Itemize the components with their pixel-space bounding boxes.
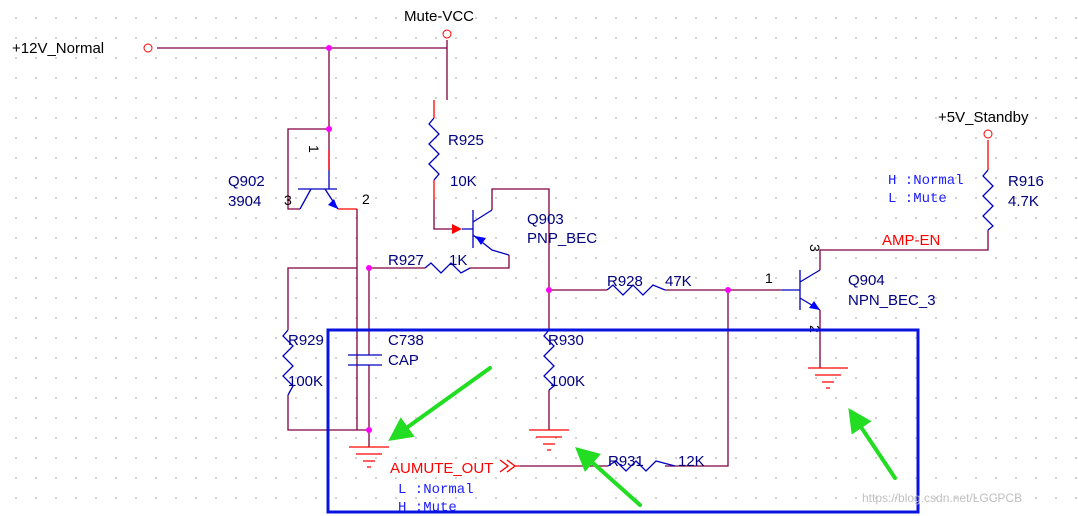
- arrow-icon: [848, 408, 897, 480]
- transistor-q902[interactable]: [298, 170, 339, 210]
- power-port-12v[interactable]: [143, 43, 153, 53]
- r930-ref: R930: [548, 332, 584, 349]
- q903-value: PNP_BEC: [527, 230, 597, 247]
- q904-pin1: 1: [765, 270, 773, 286]
- q904-pin3: 3: [807, 244, 823, 252]
- q902-pin1: 1: [306, 145, 322, 153]
- q904-ref: Q904: [848, 272, 885, 289]
- note-aumute-high: H :Mute: [398, 500, 457, 516]
- resistor-r930: [543, 329, 555, 391]
- note-amp-en-low: L :Mute: [888, 191, 947, 207]
- r925-ref: R925: [448, 132, 484, 149]
- port-aumute-out-connector[interactable]: [499, 459, 520, 473]
- q902-pin2: 2: [362, 191, 370, 207]
- r916-ref: R916: [1008, 173, 1044, 190]
- transistor-q904[interactable]: [782, 269, 821, 311]
- q903-ref: Q903: [527, 211, 564, 228]
- note-aumute-low: L :Normal: [398, 482, 474, 498]
- junction-dot: [366, 427, 372, 433]
- resistor-r916: [982, 169, 994, 231]
- q902-ref: Q902: [228, 173, 265, 190]
- r928-value: 47K: [665, 273, 692, 290]
- junction-dot: [725, 287, 731, 293]
- power-port-mute-vcc[interactable]: [442, 29, 452, 39]
- resistor-r931: [607, 460, 676, 472]
- junction-dot: [326, 45, 332, 51]
- annotation-arrows: [388, 366, 897, 507]
- ground-symbols: [349, 367, 848, 468]
- resistors: [282, 117, 994, 472]
- wires: [157, 40, 989, 467]
- capacitor-c738[interactable]: [348, 354, 382, 366]
- r930-value: 100K: [550, 373, 585, 390]
- arrow-icon: [575, 447, 642, 507]
- watermark: https://blog.csdn.net/LGCPCB: [862, 491, 1022, 505]
- r927-value: 1K: [449, 252, 467, 269]
- r925-value: 10K: [450, 173, 477, 190]
- junction-dot: [326, 126, 332, 132]
- r927-ref: R927: [388, 252, 424, 269]
- junctions: [326, 45, 731, 433]
- net-label-mute-vcc: Mute-VCC: [404, 8, 474, 25]
- arrow-icon: [388, 366, 492, 441]
- resistor-r927: [424, 262, 471, 274]
- r931-value: 12K: [678, 453, 705, 470]
- resistor-r929: [282, 329, 294, 396]
- net-label-5v: +5V_Standby: [938, 109, 1029, 126]
- highlight-box: [326, 328, 920, 514]
- q904-value: NPN_BEC_3: [848, 292, 936, 309]
- ground-icon: [529, 429, 569, 451]
- ground-icon: [808, 367, 848, 389]
- power-port-5v[interactable]: [983, 129, 993, 139]
- c738-ref: C738: [388, 332, 424, 349]
- transistor-q903[interactable]: [452, 209, 510, 256]
- r931-ref: R931: [608, 453, 644, 470]
- junction-dot: [546, 287, 552, 293]
- r929-ref: R929: [288, 332, 324, 349]
- r929-value: 100K: [288, 373, 323, 390]
- r916-value: 4.7K: [1008, 193, 1039, 210]
- c738-value: CAP: [388, 352, 419, 369]
- resistor-r925: [428, 117, 440, 181]
- note-amp-en-high: H :Normal: [888, 173, 964, 189]
- resistor-r928: [606, 284, 666, 296]
- net-label-aumute-out: AUMUTE_OUT: [390, 460, 493, 477]
- q902-pin3: 3: [284, 192, 292, 208]
- ground-icon: [349, 446, 389, 468]
- net-label-amp-en: AMP-EN: [882, 232, 940, 249]
- q902-value: 3904: [228, 193, 261, 210]
- junction-dot: [366, 265, 372, 271]
- net-label-12v: +12V_Normal: [12, 40, 104, 57]
- r928-ref: R928: [607, 273, 643, 290]
